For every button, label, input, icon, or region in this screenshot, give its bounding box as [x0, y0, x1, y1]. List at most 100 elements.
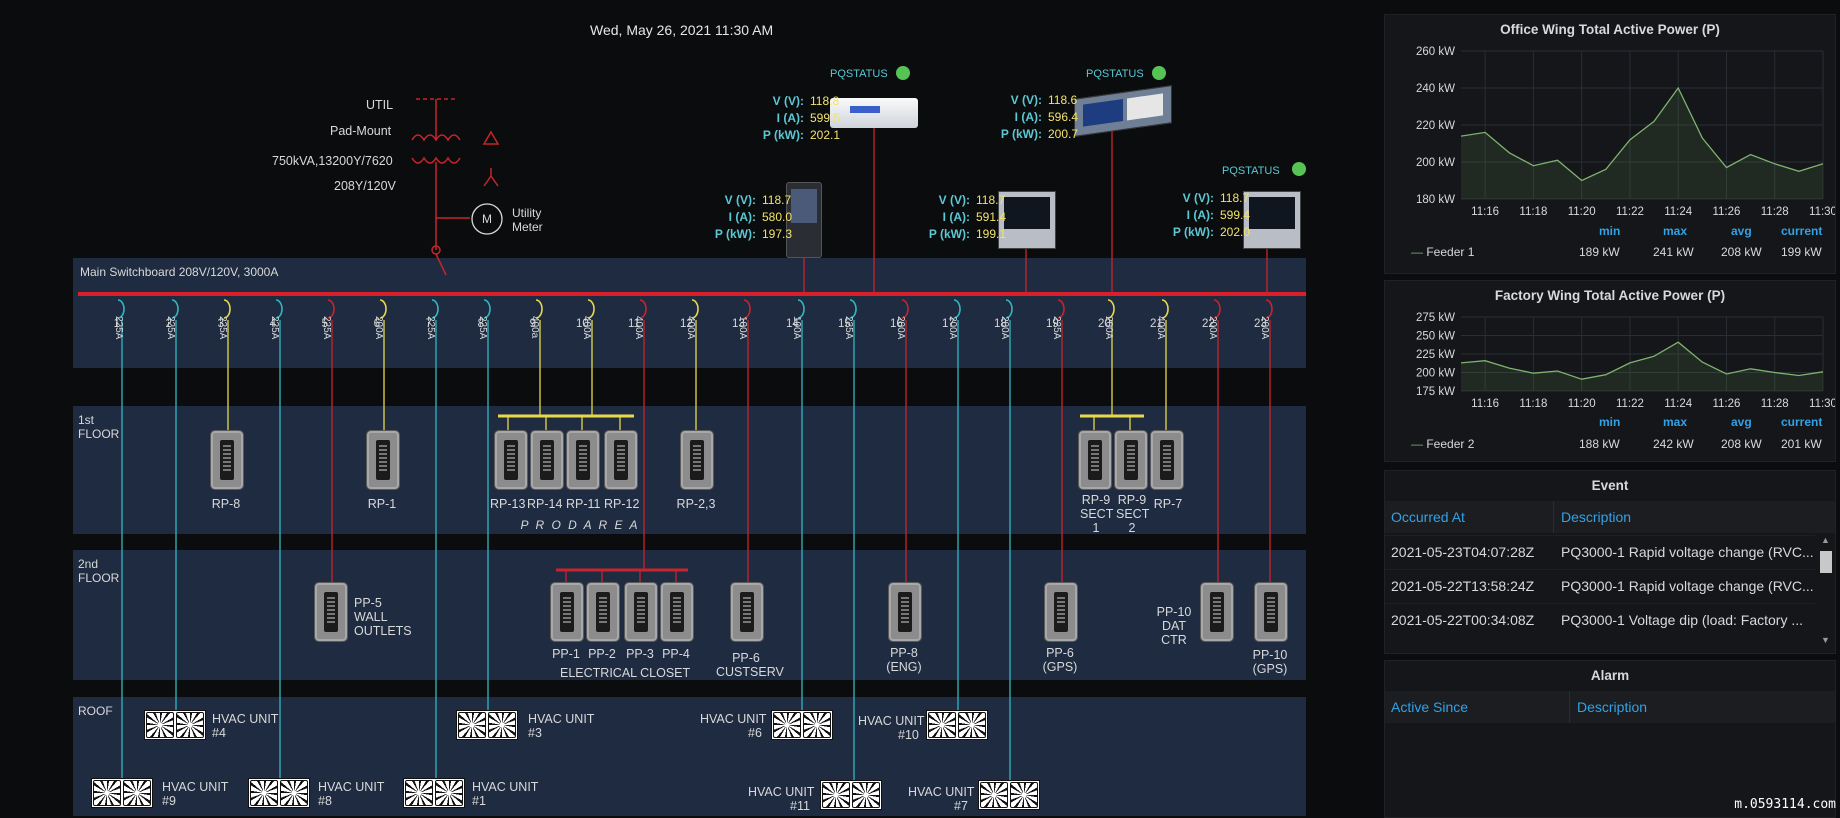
pqstatus-indicator-1[interactable]	[896, 66, 910, 80]
hvac-unit-7[interactable]	[978, 780, 1040, 810]
legend-feeder-2[interactable]: — Feeder 2	[1411, 437, 1474, 451]
event-col-description[interactable]: Description	[1561, 509, 1631, 525]
pqstatus-indicator-3[interactable]	[1292, 162, 1306, 176]
alarm-col-description[interactable]: Description	[1577, 699, 1647, 715]
rp9-sect1-label-1: RP-9	[1080, 493, 1112, 507]
panel-pp2[interactable]	[586, 582, 620, 642]
alarm-col-active-since[interactable]: Active Since	[1391, 699, 1468, 715]
voltage-key: V (V):	[1138, 190, 1214, 207]
pqstatus-indicator-2[interactable]	[1152, 66, 1166, 80]
event-time: 2021-05-22T00:34:08Z	[1391, 612, 1534, 628]
stat-avg-header: avg	[1731, 415, 1752, 429]
panel-pp4[interactable]	[660, 582, 694, 642]
legend-feeder-1[interactable]: — Feeder 1	[1411, 245, 1474, 259]
x-tick-label: 11:16	[1471, 206, 1499, 218]
event-time: 2021-05-23T04:07:28Z	[1391, 544, 1534, 560]
hvac-unit-11[interactable]	[820, 780, 882, 810]
panel-pp10-datctr[interactable]	[1200, 582, 1234, 642]
hvac-unit-10[interactable]	[926, 710, 988, 740]
pq-meter-device-1[interactable]	[830, 98, 918, 128]
breaker-rating: 200A	[947, 316, 958, 339]
panel-rp11[interactable]	[566, 430, 600, 490]
pq-meter-device-4[interactable]	[998, 191, 1056, 249]
meter-readings-4: V (V):118.7 I (A):591.4 P (kW):199.1	[894, 192, 1006, 243]
pq-meter-device-5[interactable]	[1243, 191, 1301, 249]
series-area	[1461, 342, 1823, 391]
event-row[interactable]: 2021-05-22T13:58:24Z PQ3000-1 Rapid volt…	[1385, 569, 1815, 603]
panel-rp8[interactable]	[210, 430, 244, 490]
stat-min-header: min	[1599, 224, 1620, 238]
panel-rp9-sect2[interactable]	[1114, 430, 1148, 490]
event-description: PQ3000-1 Voltage dip (load: Factory ...	[1561, 612, 1803, 628]
x-tick-label: 11:20	[1568, 206, 1596, 218]
event-row[interactable]: 2021-05-23T04:07:28Z PQ3000-1 Rapid volt…	[1385, 535, 1815, 569]
panel-rp13[interactable]	[494, 430, 528, 490]
pp5-label-3: OUTLETS	[354, 624, 412, 638]
panel-pp6-gps[interactable]	[1044, 582, 1078, 642]
y-tick-label: 220 kW	[1416, 120, 1455, 132]
util-label: UTIL	[366, 98, 393, 112]
hvac-unit-4-label-1: HVAC UNIT	[212, 712, 278, 726]
hvac-unit-6[interactable]	[771, 710, 833, 740]
panel-rp12[interactable]	[604, 430, 638, 490]
current-value: 596.4	[1042, 110, 1078, 124]
panel-rp9-sect1[interactable]	[1078, 430, 1112, 490]
panel-pp3[interactable]	[624, 582, 658, 642]
stat-current-value: 199 kW	[1781, 245, 1822, 259]
x-tick-label: 11:28	[1761, 206, 1789, 218]
breaker-rating: 400A	[581, 316, 592, 339]
power-key: P (kW):	[894, 226, 970, 243]
stat-avg-header: avg	[1731, 224, 1752, 238]
panel-pp8[interactable]	[888, 582, 922, 642]
x-tick-label: 11:30	[1809, 398, 1835, 410]
power-key: P (kW):	[728, 127, 804, 144]
panel-rp14[interactable]	[530, 430, 564, 490]
panel-rp23[interactable]	[680, 430, 714, 490]
hvac-unit-10-label-2: #10	[898, 728, 919, 742]
x-tick-label: 11:24	[1664, 206, 1693, 218]
hvac-unit-8[interactable]	[248, 778, 310, 808]
y-tick-label: 225 kW	[1416, 349, 1455, 361]
rp8-label: RP-8	[196, 497, 256, 511]
utility-meter-label-1: Utility	[512, 206, 541, 220]
x-tick-label: 11:22	[1616, 206, 1644, 218]
panel-rp7[interactable]	[1150, 430, 1184, 490]
x-tick-label: 11:28	[1761, 398, 1789, 410]
voltage-key: V (V):	[966, 92, 1042, 109]
current-key: I (A):	[680, 209, 756, 226]
y-tick-label: 260 kW	[1416, 46, 1455, 58]
breaker-rating: 400a	[529, 316, 540, 338]
hvac-unit-1[interactable]	[403, 778, 465, 808]
stat-current-value: 201 kW	[1781, 437, 1822, 451]
current-value: 599.5	[804, 111, 840, 125]
event-scrollbar[interactable]: ▲ ▼	[1819, 535, 1833, 647]
panel-pp5[interactable]	[314, 582, 348, 642]
breaker-rating: 100A	[737, 316, 748, 339]
hvac-unit-4[interactable]	[144, 710, 206, 740]
hvac-unit-1-label-2: #1	[472, 794, 486, 808]
pp6-custserv-label-2: CUSTSERV	[716, 665, 776, 679]
hvac-unit-9[interactable]	[91, 778, 153, 808]
pp10-gps-label-2: (GPS)	[1240, 662, 1300, 676]
event-row[interactable]: 2021-05-22T00:34:08Z PQ3000-1 Voltage di…	[1385, 603, 1815, 637]
panel-pp6-custserv[interactable]	[730, 582, 764, 642]
panel-pp1[interactable]	[550, 582, 584, 642]
rp14-label: RP-14	[527, 497, 562, 511]
x-tick-label: 11:24	[1664, 398, 1693, 410]
rp9-sect2-label-1: RP-9	[1116, 493, 1148, 507]
event-description: PQ3000-1 Rapid voltage change (RVC...	[1561, 578, 1814, 594]
panel-rp1[interactable]	[366, 430, 400, 490]
event-col-occurred-at[interactable]: Occurred At	[1391, 509, 1465, 525]
panel-pp10-gps[interactable]	[1254, 582, 1288, 642]
y-tick-label: 200 kW	[1416, 368, 1455, 380]
hvac-unit-9-label-1: HVAC UNIT	[162, 780, 228, 794]
current-key: I (A):	[966, 109, 1042, 126]
hvac-unit-6-label-2: #6	[748, 726, 762, 740]
x-tick-label: 11:18	[1519, 398, 1547, 410]
voltage-value: 118.7	[970, 193, 1005, 207]
hvac-unit-11-label-2: #11	[790, 799, 810, 813]
y-tick-label: 250 kW	[1416, 331, 1455, 343]
series-area	[1461, 88, 1823, 199]
hvac-unit-3[interactable]	[456, 710, 518, 740]
